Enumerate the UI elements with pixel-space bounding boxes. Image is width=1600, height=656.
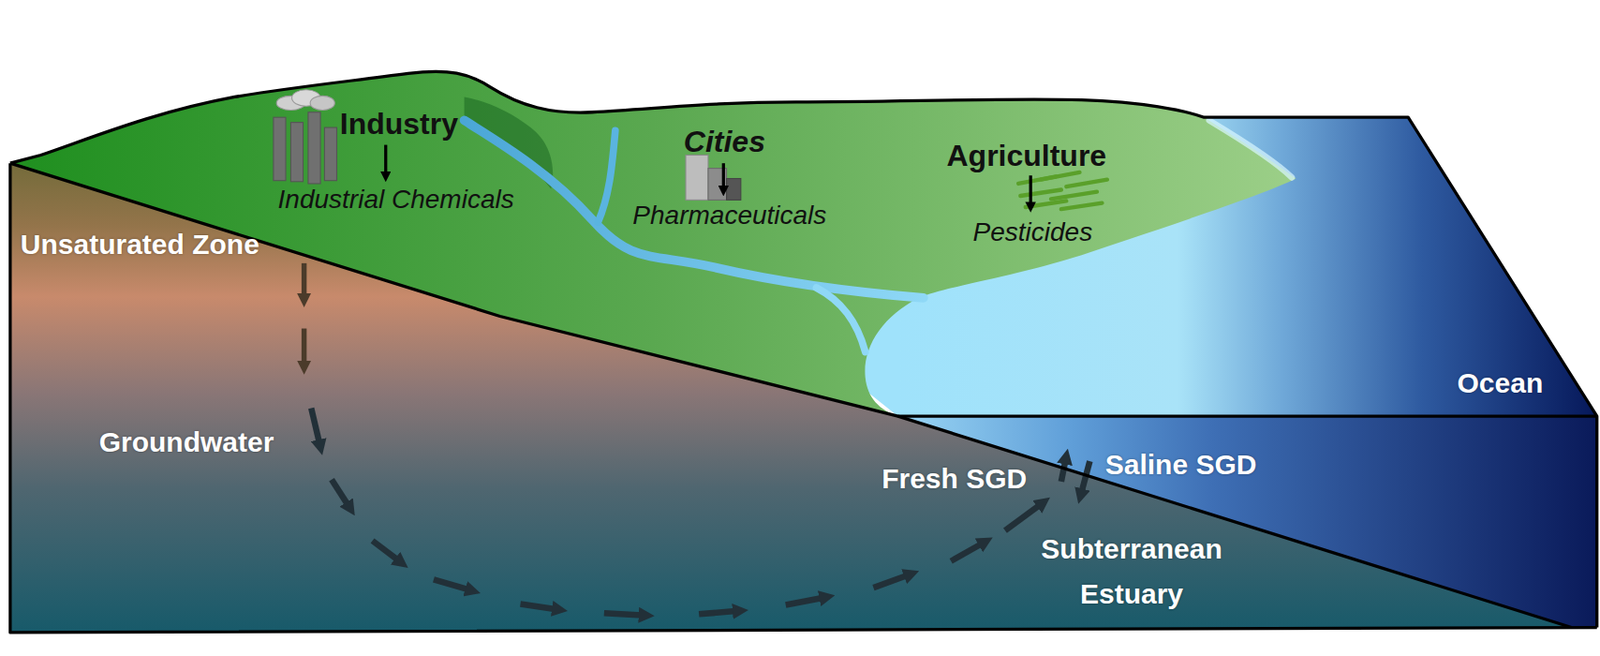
source-label: Industry	[340, 106, 459, 142]
city-buildings	[685, 154, 741, 200]
infiltration-arrows	[301, 263, 307, 364]
land-surface	[10, 71, 1297, 416]
factory-chimneys	[273, 112, 338, 184]
zone-label: Subterranean Estuary	[1019, 526, 1245, 617]
water-body-label: Ocean	[1457, 367, 1544, 400]
river-tributary	[597, 130, 616, 223]
contaminant-label: Pesticides	[973, 217, 1094, 248]
coast-highlight	[1209, 119, 1292, 178]
flow-label: Fresh SGD	[881, 462, 1027, 496]
river-branch	[815, 287, 865, 353]
flow-label: Saline SGD	[1105, 448, 1258, 482]
source-label: Agriculture	[946, 138, 1107, 174]
zone-label: Unsaturated Zone	[20, 228, 260, 262]
crop-rows	[1018, 172, 1108, 209]
contaminant-label: Pharmaceuticals	[632, 200, 827, 231]
block-outline	[10, 71, 1598, 633]
contaminant-label: Industrial Chemicals	[278, 184, 515, 215]
smoke-cloud	[276, 89, 335, 111]
river	[464, 119, 924, 297]
source-label: Cities	[683, 124, 766, 160]
zone-label: Groundwater	[99, 426, 275, 460]
